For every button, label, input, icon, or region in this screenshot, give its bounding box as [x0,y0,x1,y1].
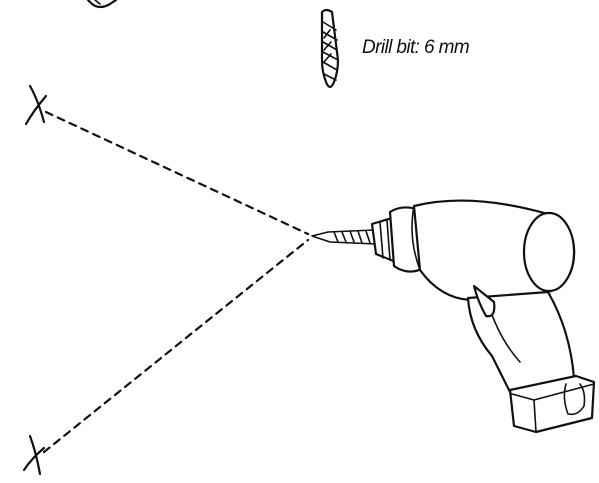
mark-x-icon [24,84,48,126]
guide-line-upper [44,110,310,236]
drill-bit-label: Drill bit: 6 mm [362,37,469,58]
power-drill-icon [311,199,596,434]
guide-line-lower [42,238,310,454]
partial-bracket-icon [86,0,118,9]
drill-bit-icon [320,8,340,89]
mark-x-icon [22,434,46,476]
